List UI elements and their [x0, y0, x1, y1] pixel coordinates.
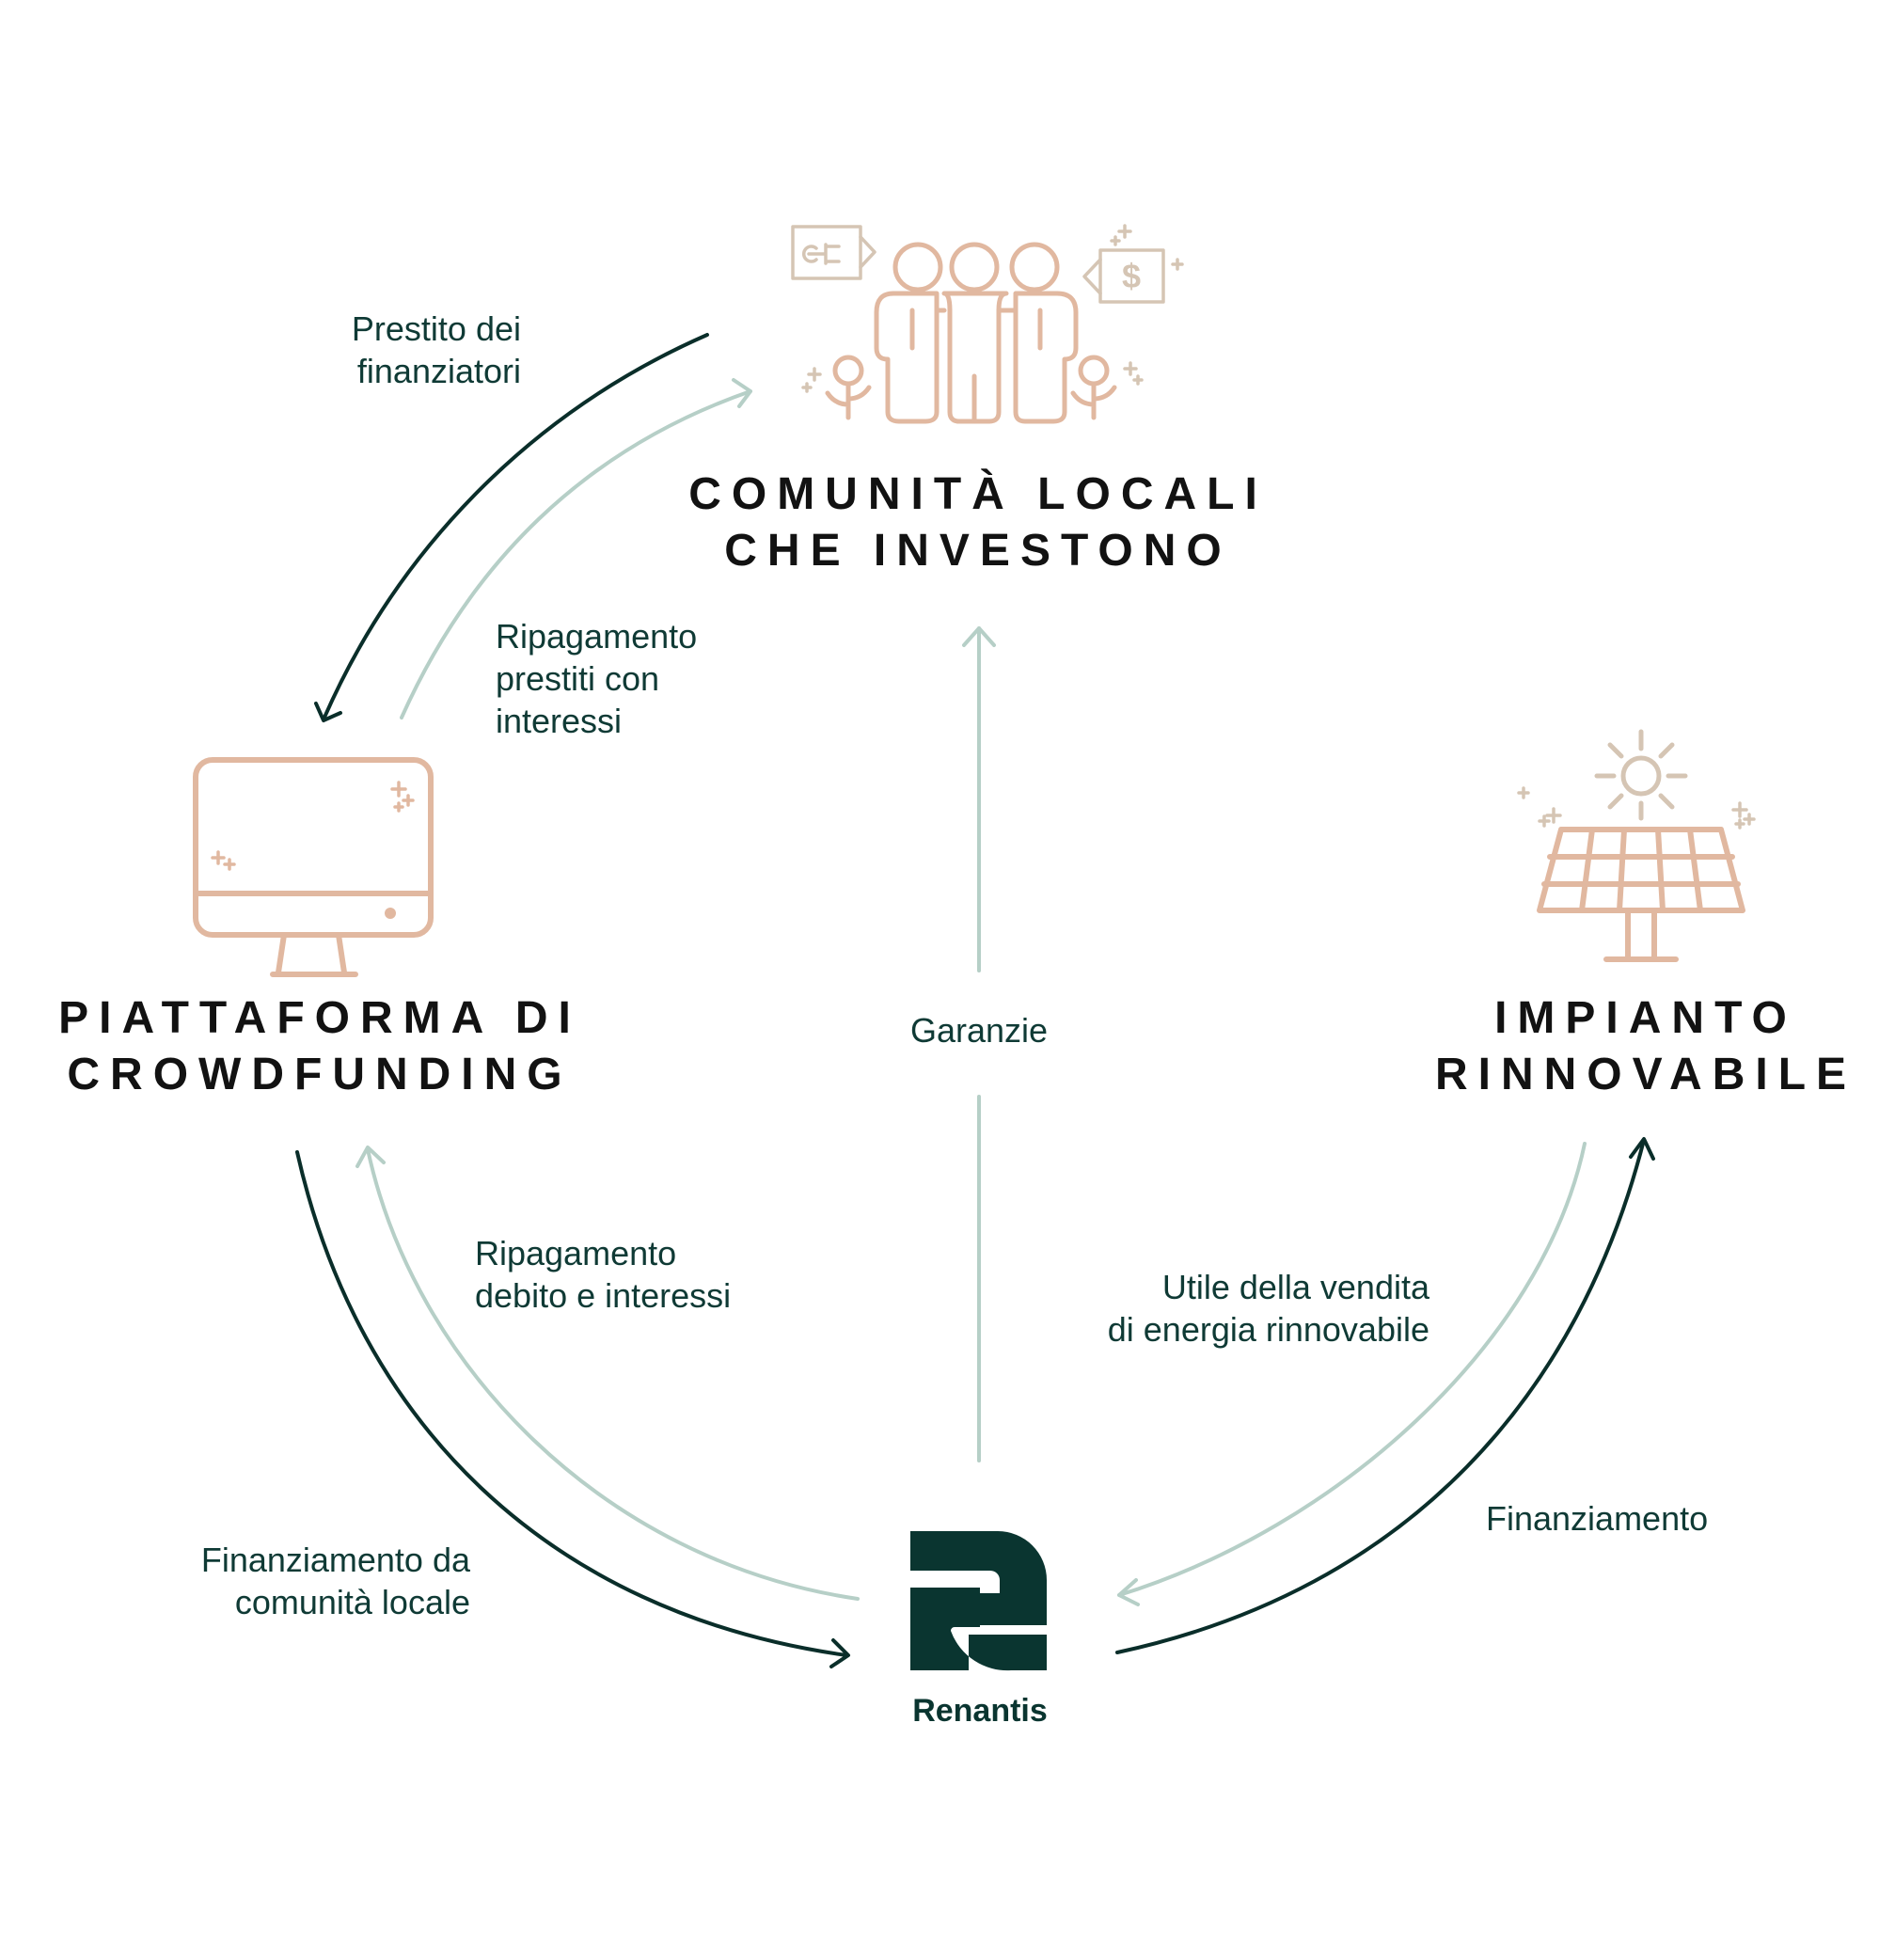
label-prestito-line2: finanziatori	[356, 352, 521, 390]
plant-title-line2: RINNOVABILE	[1434, 1050, 1857, 1099]
community-title-line2: CHE INVESTONO	[724, 526, 1232, 576]
flow-arrow-ripagamento-debito	[355, 1146, 860, 1601]
label-utile: Utile della vendita di energia rinnovabi…	[1016, 1266, 1429, 1351]
platform-title: PIATTAFORMA DI CROWDFUNDING	[19, 990, 621, 1103]
label-prestito: Prestito dei finanziatori	[239, 308, 521, 392]
flow-arrow-finanziamento	[1115, 1137, 1655, 1654]
label-finanziamento-comunita-line1: Finanziamento da	[200, 1541, 470, 1579]
label-finanziamento-comunita-line2: comunità locale	[234, 1583, 470, 1621]
label-ripagamento-prestiti: Ripagamento prestiti con interessi	[496, 615, 697, 742]
label-ripagamento-prestiti-line2: prestiti con	[496, 659, 660, 698]
label-finanziamento: Finanziamento	[1486, 1497, 1708, 1540]
label-finanziamento-line1: Finanziamento	[1486, 1499, 1709, 1538]
flow-arrow-prestito	[314, 333, 709, 722]
plant-title-line1: IMPIANTO	[1494, 993, 1797, 1043]
label-prestito-line1: Prestito dei	[351, 309, 521, 348]
platform-title-line1: PIATTAFORMA DI	[58, 993, 581, 1043]
solar-panel-icon	[1517, 729, 1756, 962]
flow-arrow-utile	[1117, 1142, 1587, 1606]
svg-text:$: $	[1122, 257, 1141, 295]
label-utile-line1: Utile della vendita	[1161, 1268, 1429, 1306]
flow-arrow-finanziamento-comunita	[295, 1150, 850, 1668]
people-icon: $	[791, 224, 1184, 424]
community-title: COMUNITÀ LOCALI CHE INVESTONO	[602, 466, 1354, 579]
label-ripagamento-debito: Ripagamento debito e interessi	[475, 1232, 731, 1317]
renantis-logo-icon	[910, 1531, 1047, 1671]
label-ripagamento-debito-line2: debito e interessi	[475, 1276, 732, 1315]
community-title-line1: COMUNITÀ LOCALI	[688, 469, 1268, 519]
platform-title-line2: CROWDFUNDING	[67, 1050, 573, 1099]
plant-title: IMPIANTO RINNOVABILE	[1354, 990, 1895, 1103]
flow-arrow-ripagamento-prestiti	[400, 378, 752, 719]
monitor-icon	[193, 757, 434, 977]
label-garanzie-line1: Garanzie	[909, 1011, 1049, 1050]
label-ripagamento-prestiti-line3: interessi	[496, 702, 623, 740]
label-ripagamento-debito-line1: Ripagamento	[475, 1234, 677, 1272]
label-finanziamento-comunita: Finanziamento da comunità locale	[122, 1539, 470, 1623]
label-ripagamento-prestiti-line1: Ripagamento	[496, 617, 698, 656]
label-garanzie: Garanzie	[838, 1009, 1120, 1051]
renantis-brand-name: Renantis	[912, 1693, 1048, 1729]
flow-arrow-garanzie	[962, 626, 996, 1462]
label-utile-line2: di energia rinnovabile	[1107, 1310, 1429, 1349]
